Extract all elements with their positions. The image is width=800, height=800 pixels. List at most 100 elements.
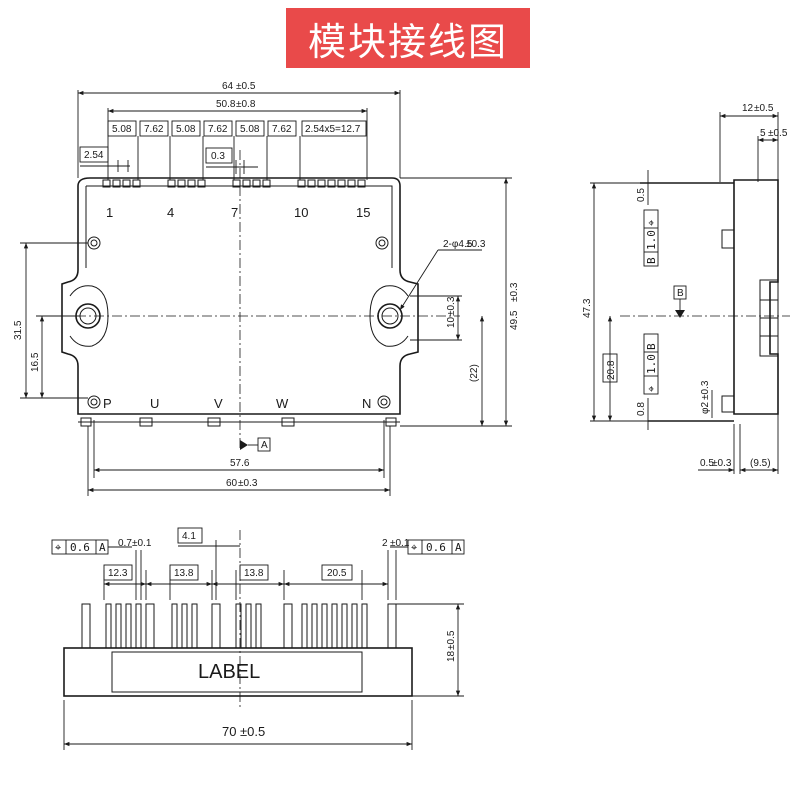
dim-22: (22) xyxy=(469,364,480,382)
pin-number-7: 7 xyxy=(231,205,238,220)
side-dim-12: 12 xyxy=(742,103,754,114)
tol-frame-bottom-datum: B xyxy=(645,343,658,350)
screw-hole-tr xyxy=(375,236,389,250)
front-dim-18: 18 xyxy=(446,650,457,662)
pitch-label-4: 7.62 xyxy=(208,124,228,135)
front-view: LABEL ⌖ 0.6 A ⌖ 0.6 A xyxy=(51,527,465,750)
dim-60-tol: ±0.3 xyxy=(238,478,258,489)
side-dim-phi2-tol: ±0.3 xyxy=(700,380,711,400)
dim-31-5: 31.5 xyxy=(13,320,24,340)
tol-frame-bottom-value: 1.0 xyxy=(645,354,658,374)
dim-10-tol: ±0.3 xyxy=(446,296,457,316)
pitch-label-1: 5.08 xyxy=(112,124,132,135)
side-body-outline xyxy=(733,179,779,415)
pitch-label-2: 7.62 xyxy=(144,124,164,135)
dim-10: 10 xyxy=(446,316,457,328)
dim-64-tol: ±0.5 xyxy=(236,81,256,92)
tol-frame-top-symbol: ⌖ xyxy=(645,220,658,226)
front-pins xyxy=(81,603,397,649)
title-text: 模块接线图 xyxy=(307,19,508,64)
pitch-dimension-row xyxy=(107,120,367,180)
screw-hole-tl xyxy=(87,236,101,250)
pitch-label-6: 7.62 xyxy=(272,124,292,135)
inner-edge xyxy=(85,185,393,268)
pitch-label-5: 5.08 xyxy=(240,124,260,135)
power-label-u: U xyxy=(150,396,159,411)
front-dim-4-1: 4.1 xyxy=(182,531,196,542)
side-dim-0-8: 0.8 xyxy=(636,402,647,416)
dim-49-5: 49.5 xyxy=(509,310,520,330)
datum-b-triangle xyxy=(675,310,685,318)
side-view: 12 ±0.5 5 ±0.5 47.3 0.5 ⌖ 1.0 B B 20.8 ⌖… xyxy=(582,103,790,474)
pin-number-1: 1 xyxy=(106,205,113,220)
tol-frame-top-datum: B xyxy=(645,257,658,264)
top-view: 1 4 7 10 15 P U V W N 64 ±0.5 50.8 ±0.8 xyxy=(13,81,520,496)
side-stud-bottom xyxy=(721,395,735,413)
title-banner: 模块接线图 xyxy=(286,8,530,68)
dim-64: 64 xyxy=(222,81,234,92)
dim-16-5: 16.5 xyxy=(30,352,41,372)
dim-50-8: 50.8 xyxy=(216,99,236,110)
tol-frame-right-value: 0.6 xyxy=(426,541,446,554)
power-label-n: N xyxy=(362,396,371,411)
power-pins xyxy=(78,417,400,427)
pitch-label-7: 2.54x5=12.7 xyxy=(305,124,361,135)
pin-number-15: 15 xyxy=(356,205,370,220)
tol-frame-left-symbol: ⌖ xyxy=(55,541,61,554)
tol-frame-right-symbol: ⌖ xyxy=(411,541,417,554)
side-dim-0-5-bottom-tol: ±0.3 xyxy=(712,458,732,469)
screw-hole-tr-inner xyxy=(378,239,386,247)
datum-b-label: B xyxy=(677,288,684,299)
dim-0-3: 0.3 xyxy=(211,151,225,162)
power-label-v: V xyxy=(214,396,223,411)
hole-note: 2-φ4.5 xyxy=(443,239,473,250)
side-dim-9-5: (9.5) xyxy=(750,458,771,469)
screw-hole-bl xyxy=(87,395,101,409)
dim-49-5-tol: ±0.3 xyxy=(509,282,520,302)
front-dim-2: 2 xyxy=(382,538,388,549)
side-dim-47-3: 47.3 xyxy=(582,298,593,318)
pin-number-10: 10 xyxy=(294,205,308,220)
datum-a-triangle xyxy=(240,440,248,450)
side-dim-phi2: φ2 xyxy=(700,402,711,414)
side-dim-5: 5 xyxy=(760,128,766,139)
screw-hole-bl-inner xyxy=(90,398,98,406)
side-dim-5-tol: ±0.5 xyxy=(768,128,788,139)
dim-50-8-tol: ±0.8 xyxy=(236,99,256,110)
tol-frame-bottom xyxy=(643,333,659,395)
tol-frame-left-value: 0.6 xyxy=(70,541,90,554)
datum-a-label: A xyxy=(261,440,268,451)
module-body-outline xyxy=(61,177,419,415)
front-dim-70-tol: ±0.5 xyxy=(240,724,265,739)
tol-frame-top xyxy=(643,209,659,267)
label-text: LABEL xyxy=(198,661,260,683)
side-dim-20-8: 20.8 xyxy=(606,360,617,380)
tol-frame-top-value: 1.0 xyxy=(645,230,658,250)
power-label-p: P xyxy=(103,396,112,411)
control-pins xyxy=(102,179,366,188)
screw-hole-br xyxy=(377,395,391,409)
label-area xyxy=(111,651,363,693)
front-dim-70: 70 xyxy=(222,724,236,739)
front-dim-12-3: 12.3 xyxy=(108,568,128,579)
front-dim-0-7: 0.7 xyxy=(118,538,132,549)
tol-frame-right-datum: A xyxy=(455,541,462,554)
power-label-w: W xyxy=(276,396,289,411)
pitch-label-3: 5.08 xyxy=(176,124,196,135)
front-dim-18-tol: ±0.5 xyxy=(446,630,457,650)
tol-frame-left-datum: A xyxy=(99,541,106,554)
tol-frame-bottom-symbol: ⌖ xyxy=(645,386,658,392)
pin-number-4: 4 xyxy=(167,205,174,220)
dim-57-6: 57.6 xyxy=(230,458,250,469)
side-dim-0-5-bottom: 0.5 xyxy=(700,458,714,469)
hole-note-tol: ±0.3 xyxy=(466,239,486,250)
side-stud-top xyxy=(721,229,735,249)
front-dim-20-5: 20.5 xyxy=(327,568,347,579)
front-dim-0-7-tol: ±0.1 xyxy=(132,538,152,549)
front-dim-13-8-a: 13.8 xyxy=(174,568,194,579)
dim-2-54: 2.54 xyxy=(84,150,104,161)
screw-hole-tl-inner xyxy=(90,239,98,247)
front-dim-13-8-b: 13.8 xyxy=(244,568,264,579)
screw-hole-br-inner xyxy=(380,398,388,406)
